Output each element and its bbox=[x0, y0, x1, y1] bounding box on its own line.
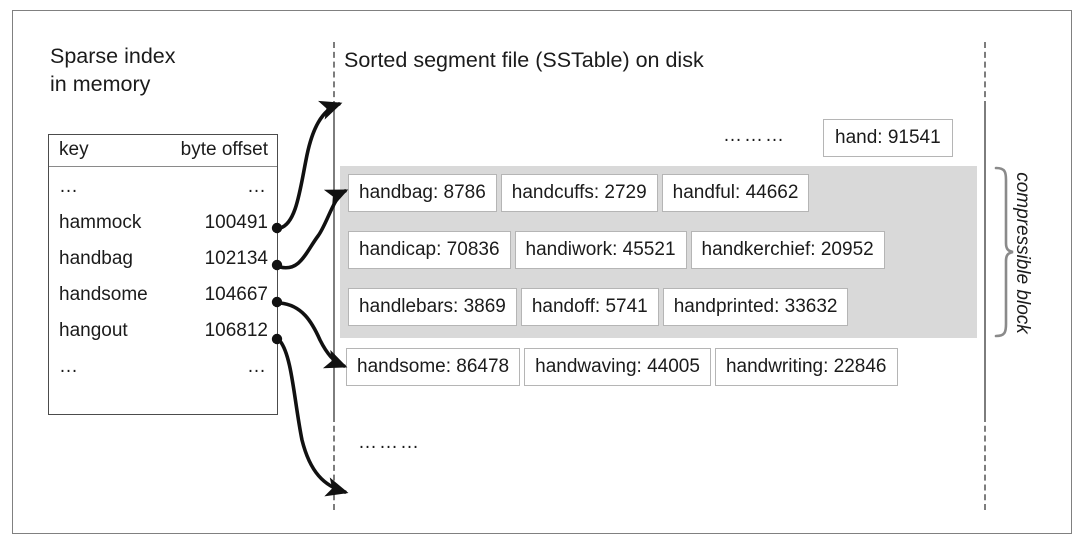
segment-entry: handicap: 70836 bbox=[348, 231, 511, 269]
segment-entry-hand: hand: 91541 bbox=[823, 119, 953, 157]
segment-entry: handsome: 86478 bbox=[346, 348, 521, 386]
segment-row: handsome: 86478 handwaving: 44005 handwr… bbox=[346, 348, 898, 386]
sparse-index-header-row: key byte offset bbox=[49, 135, 277, 167]
segment-right-boundary-solid bbox=[984, 105, 986, 418]
table-row: hammock 100491 bbox=[49, 209, 277, 245]
segment-entry: handkerchief: 20952 bbox=[690, 231, 885, 269]
sparse-index-caption: Sparse index in memory bbox=[50, 44, 176, 96]
segment-left-boundary-dashed-top bbox=[333, 42, 335, 107]
table-row: … … bbox=[49, 173, 277, 209]
row-offset: … bbox=[247, 356, 268, 377]
segment-left-boundary-solid bbox=[333, 105, 335, 418]
compressible-block-label: compressible block bbox=[1011, 170, 1033, 335]
segment-row: handicap: 70836 handiwork: 45521 handker… bbox=[348, 231, 885, 269]
sparse-index-body: … … hammock 100491 handbag 102134 handso… bbox=[49, 167, 277, 389]
segment-entry: handcuffs: 2729 bbox=[500, 174, 658, 212]
table-row: hangout 106812 bbox=[49, 317, 277, 353]
row-key: handbag bbox=[59, 248, 133, 269]
segment-entry: handprinted: 33632 bbox=[662, 288, 849, 326]
row-key: handsome bbox=[59, 284, 148, 305]
segment-entry: handiwork: 45521 bbox=[514, 231, 687, 269]
row-key: … bbox=[59, 356, 80, 377]
segment-entry: handwaving: 44005 bbox=[524, 348, 711, 386]
segment-entry: handbag: 8786 bbox=[348, 174, 497, 212]
table-row: handsome 104667 bbox=[49, 281, 277, 317]
segment-file-caption: Sorted segment file (SSTable) on disk bbox=[344, 48, 704, 72]
row-offset: … bbox=[247, 176, 268, 197]
segment-entry: handful: 44662 bbox=[661, 174, 810, 212]
segment-ellipsis-top: ……… bbox=[723, 125, 786, 146]
segment-right-boundary-dashed-bottom bbox=[984, 416, 986, 510]
row-key: … bbox=[59, 176, 80, 197]
sparse-index-table: key byte offset … … hammock 100491 handb… bbox=[48, 134, 278, 415]
row-key: hangout bbox=[59, 320, 128, 341]
row-offset: 102134 bbox=[204, 248, 268, 269]
segment-ellipsis-bottom: ……… bbox=[358, 432, 421, 453]
segment-row: handlebars: 3869 handoff: 5741 handprint… bbox=[348, 288, 849, 326]
segment-entry: handoff: 5741 bbox=[520, 288, 659, 326]
segment-entry: handlebars: 3869 bbox=[348, 288, 517, 326]
row-key: hammock bbox=[59, 212, 142, 233]
segment-entry: handwriting: 22846 bbox=[714, 348, 898, 386]
table-row: handbag 102134 bbox=[49, 245, 277, 281]
row-offset: 104667 bbox=[204, 284, 268, 305]
segment-left-boundary-dashed-bottom bbox=[333, 416, 335, 510]
segment-right-boundary-dashed-top bbox=[984, 42, 986, 107]
table-row: … … bbox=[49, 353, 277, 389]
segment-row: handbag: 8786 handcuffs: 2729 handful: 4… bbox=[348, 174, 810, 212]
row-offset: 106812 bbox=[204, 320, 268, 341]
column-header-byte-offset: byte offset bbox=[180, 139, 268, 160]
row-offset: 100491 bbox=[204, 212, 268, 233]
column-header-key: key bbox=[59, 139, 89, 160]
compressible-block-label-text: compressible block bbox=[1012, 171, 1034, 334]
